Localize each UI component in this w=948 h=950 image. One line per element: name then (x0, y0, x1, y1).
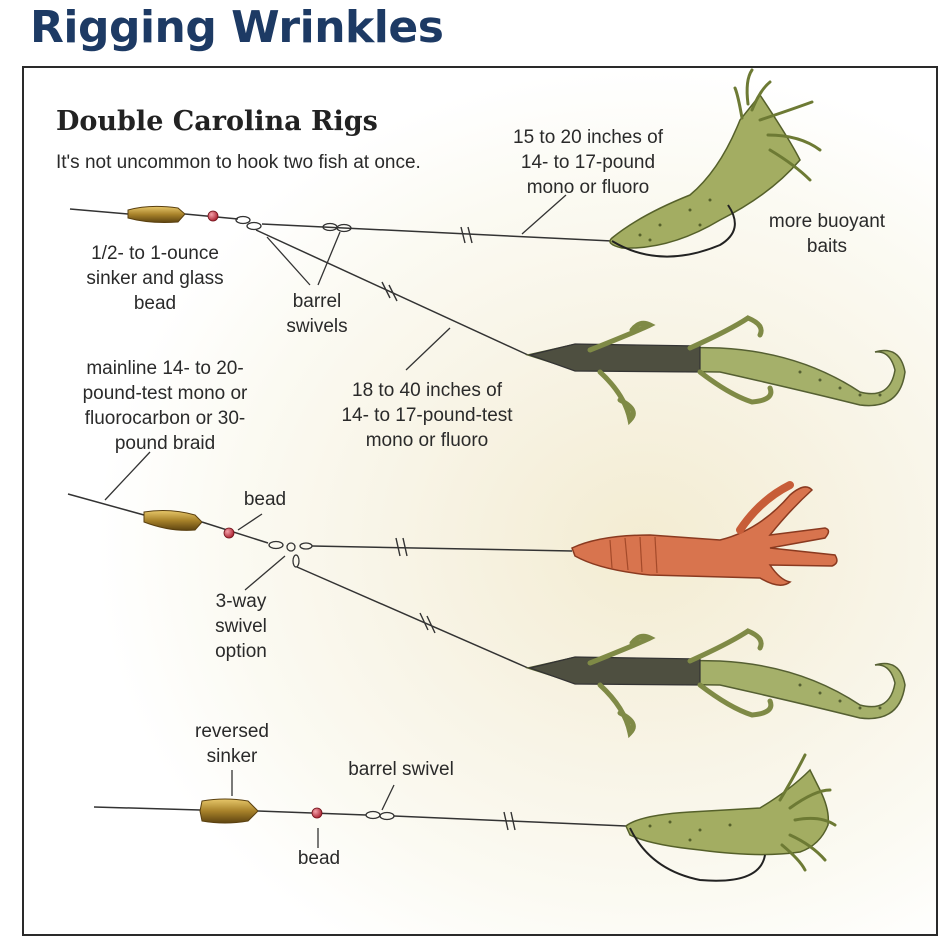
line-break-mark (381, 281, 398, 302)
leader-short (311, 545, 573, 552)
mainline (93, 806, 201, 811)
mainline (69, 208, 129, 215)
leader-short (261, 223, 613, 242)
line-break-mark (460, 226, 473, 244)
hook (629, 827, 766, 882)
label-buoyant-baits: more buoyant baits (768, 211, 886, 257)
leader (393, 815, 627, 827)
line-break-mark (419, 612, 436, 634)
label-sinker-bead: 1/2- to 1-ounce sinker and glass bead (86, 243, 224, 314)
reversed-sinker (199, 798, 259, 824)
label-mainline: mainline 14- to 20- pound-test mono or f… (82, 358, 248, 454)
sinker (127, 205, 186, 223)
creature-bait (525, 315, 906, 426)
barrel-swivel (365, 810, 395, 821)
rig-3 (93, 753, 837, 882)
hook (611, 204, 736, 258)
rig-2 (67, 451, 906, 739)
bead (223, 527, 235, 539)
leader-lines (104, 451, 286, 591)
glass-bead (207, 210, 219, 222)
label-three-way-swivel: 3-way swivel option (215, 591, 267, 662)
tube-bait (625, 753, 837, 882)
leader-lines (231, 770, 395, 848)
diagram-subtitle: It's not uncommon to hook two fish at on… (56, 152, 421, 173)
line-break-mark (503, 811, 516, 831)
bead (311, 807, 323, 819)
craw-bait (571, 481, 838, 586)
leader-long (296, 566, 529, 669)
sinker (143, 510, 203, 531)
barrel-swivel (235, 215, 262, 231)
rig-1 (69, 68, 906, 426)
creature-bait (525, 628, 906, 739)
label-leader-long: 18 to 40 inches of 14- to 17-pound-test … (341, 380, 513, 451)
diagram-heading: Double Carolina Rigs (56, 106, 378, 137)
page-title: Rigging Wrinkles (30, 2, 444, 53)
line-break-mark (395, 537, 408, 557)
label-barrel-swivels: barrel swivels (286, 291, 348, 337)
mainline (67, 493, 145, 516)
barrel-swivel (322, 222, 352, 233)
label-reversed-sinker: reversed sinker (195, 721, 269, 767)
three-way-swivel (268, 540, 313, 568)
tube-bait (609, 68, 822, 258)
label-bead-bottom: bead (297, 848, 341, 869)
leader-lines (266, 194, 567, 371)
label-leader-short: 15 to 20 inches of 14- to 17-pound mono … (513, 127, 663, 198)
label-bead: bead (243, 489, 287, 510)
label-barrel-swivel: barrel swivel (348, 759, 454, 780)
